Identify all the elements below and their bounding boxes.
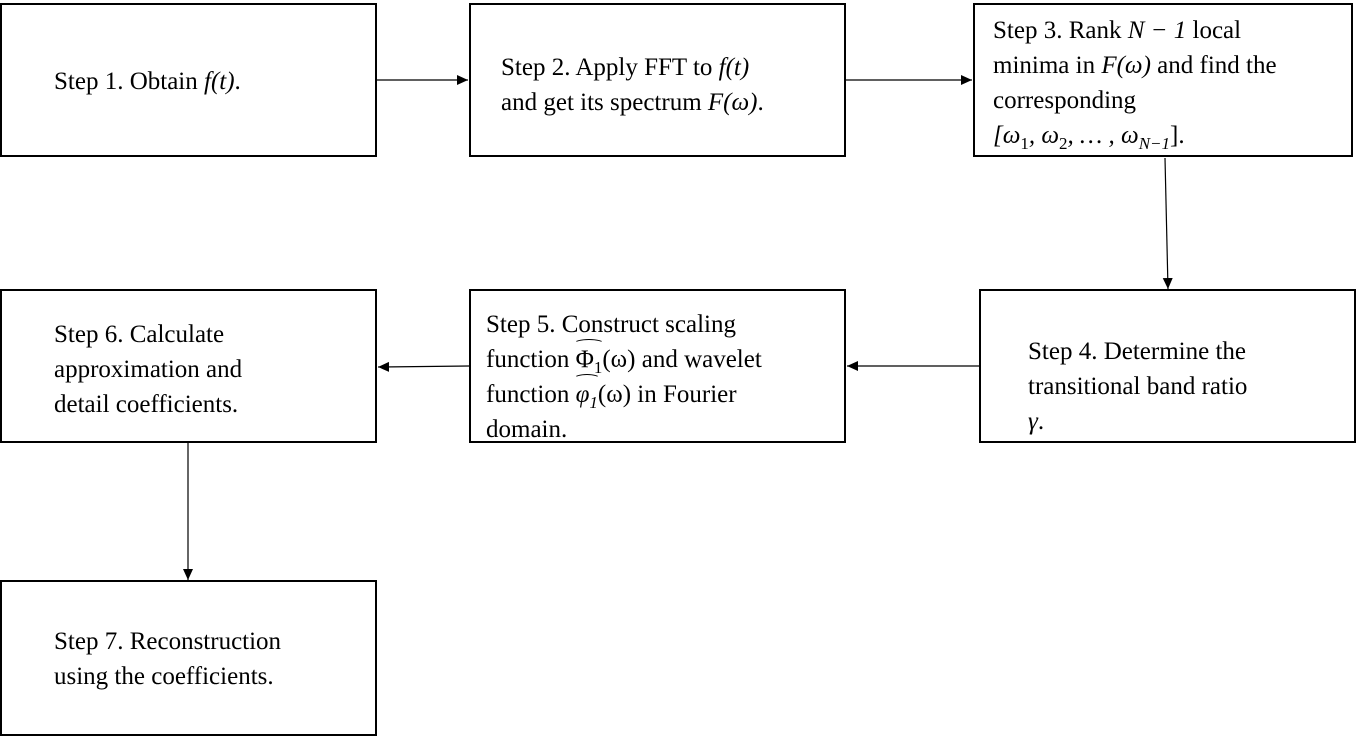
step-3-line-2: minima in: [993, 52, 1102, 79]
step-4-box: Step 4. Determine the transitional band …: [979, 289, 1356, 443]
step-1-math: f(t): [204, 68, 235, 95]
step-2-line-2: and get its spectrum: [501, 89, 708, 116]
step-4-math: γ: [1028, 408, 1038, 435]
step-4-line-1: Step 4. Determine the: [1028, 338, 1246, 365]
step-4-line-2: transitional band ratio: [1028, 373, 1248, 400]
step-5-line-3: function φ1(ω) in Fourier: [486, 374, 762, 412]
step-3-line-4: [ω1, ω2, … , ωN−1].: [993, 122, 1185, 153]
step-3-line-1: Step 3. Rank: [993, 17, 1128, 44]
step-2-box: Step 2. Apply FFT to f(t) and get its sp…: [469, 3, 846, 157]
step-6-line-3: detail coefficients.: [54, 391, 239, 418]
step-1-text: Step 1. Obtain: [54, 68, 204, 95]
wavelet-function-symbol: φ1: [573, 374, 601, 412]
step-3-line-3: corresponding: [993, 87, 1137, 114]
step-7-box: Step 7. Reconstruction using the coeffic…: [0, 580, 377, 736]
arrow-step3-to-step4: [1162, 157, 1173, 290]
arrow-step5-to-step6: [377, 361, 470, 372]
step-5-box: Step 5. Construct scaling function Φ1(ω)…: [469, 289, 846, 443]
step-7-line-2: using the coefficients.: [54, 663, 274, 690]
step-7-line-1: Step 7. Reconstruction: [54, 628, 282, 655]
step-6-line-1: Step 6. Calculate: [54, 321, 225, 348]
step-1-box: Step 1. Obtain f(t).: [0, 3, 377, 157]
step-5-line-4: domain.: [486, 416, 568, 443]
step-2-line-1: Step 2. Apply FFT to: [501, 54, 719, 81]
step-3-box: Step 3. Rank N − 1 local minima in F(ω) …: [973, 3, 1353, 157]
step-6-line-2: approximation and: [54, 356, 243, 383]
step-5-line-1: Step 5. Construct scaling: [486, 311, 736, 338]
step-6-box: Step 6. Calculate approximation and deta…: [0, 289, 377, 443]
scaling-function-symbol: Φ1: [573, 339, 605, 377]
step-5-line-2: function Φ1(ω) and wavelet: [486, 339, 762, 377]
